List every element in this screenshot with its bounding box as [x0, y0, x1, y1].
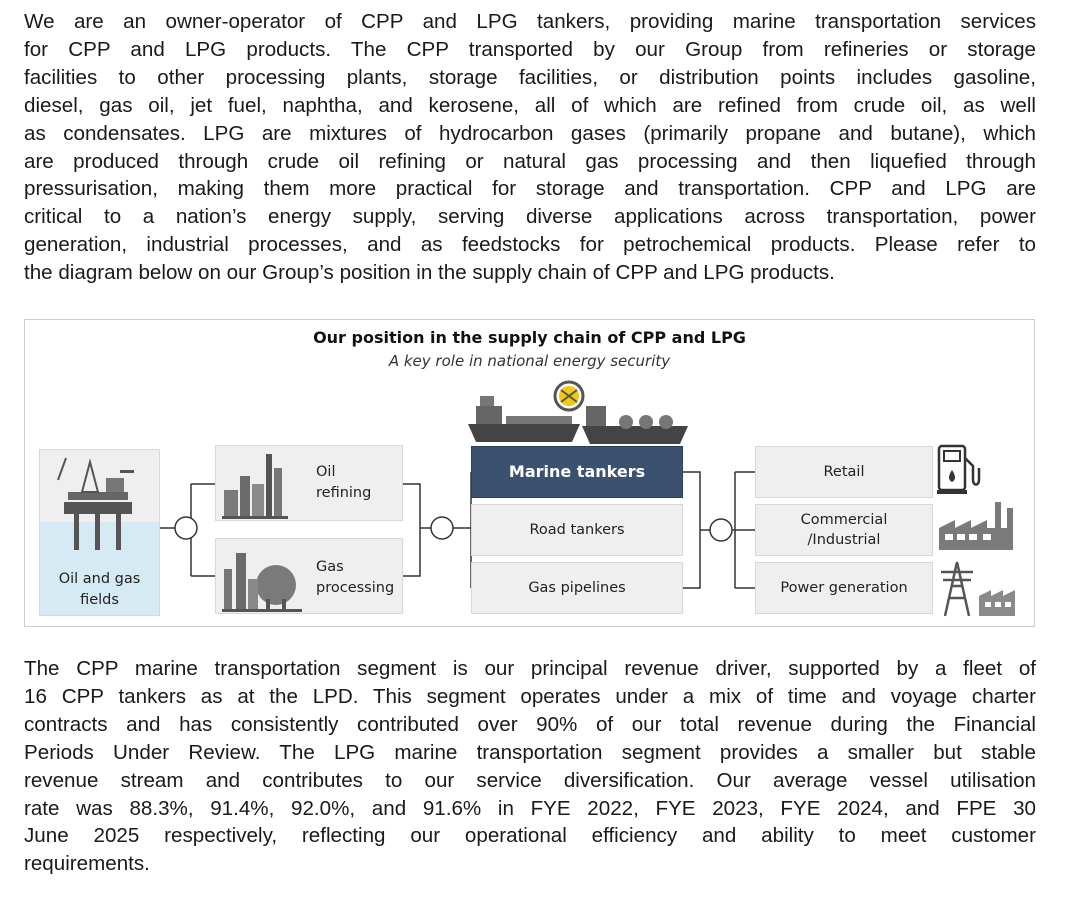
text-line: 16 CPP tankers as at the LPD. This segme… [24, 684, 1036, 708]
transport-gas-pipelines: Gas pipelines [471, 562, 683, 614]
end-use-retail: Retail [755, 446, 933, 498]
text-line: for CPP and LPG products. The CPP transp… [24, 37, 1036, 61]
text-line: diesel, gas oil, jet fuel, naphtha, and … [24, 93, 1036, 117]
power-pylon-icon [941, 561, 1015, 617]
source-label-line2: fields [80, 592, 119, 608]
end-use-label-line1: Retail [823, 464, 865, 480]
text-line: contracts and has consistently contribut… [24, 712, 1036, 736]
text-line: requirements. [24, 852, 150, 876]
junction-node [709, 518, 733, 542]
transport-marine-tankers: Marine tankers [471, 446, 683, 498]
processing-label-line2: refining [316, 485, 372, 501]
text-line: generation, industrial processes, and as… [24, 233, 1036, 257]
diagram-subtitle: A key role in national energy security [388, 352, 671, 370]
fuel-pump-icon [937, 444, 981, 494]
end-use-power-generation: Power generation [755, 562, 933, 614]
processing-label-line1: Gas [316, 559, 344, 575]
transport-road-tankers: Road tankers [471, 504, 683, 556]
source-box: Oil and gas fields [39, 449, 160, 616]
factory-icon [939, 502, 1013, 550]
text-line: are produced through crude oil refining … [24, 149, 1036, 173]
text-line: facilities to other processing plants, s… [24, 65, 1036, 89]
text-line: pressurisation, making them more practic… [24, 177, 1036, 201]
end-use-commercial-industrial: Commercial /Industrial [755, 504, 933, 556]
text-line: June 2025 respectively, reflecting our o… [24, 824, 1036, 848]
text-line: We are an owner-operator of CPP and LPG … [24, 10, 1036, 33]
junction-node [430, 516, 454, 540]
supply-chain-diagram: Our position in the supply chain of CPP … [24, 319, 1035, 627]
processing-label-line1: Oil [316, 464, 336, 480]
gas-processing-box: Gas processing [215, 538, 403, 614]
processing-label-line2: processing [316, 580, 395, 596]
tanker-ships-icon [468, 380, 688, 444]
text-line: revenue stream and contributes to our se… [24, 768, 1036, 792]
refinery-icon [222, 454, 288, 519]
intro-paragraph: We are an owner-operator of CPP and LPG … [24, 8, 1036, 315]
diagram-title: Our position in the supply chain of CPP … [313, 328, 746, 347]
text-line: Periods Under Review. The LPG marine tra… [24, 740, 1036, 764]
end-use-label-line2: /Industrial [807, 532, 881, 548]
text-line: as condensates. LPG are mixtures of hydr… [24, 121, 1036, 145]
junction-node [174, 516, 198, 540]
oil-refining-box: Oil refining [215, 445, 403, 521]
text-line: the diagram below on our Group’s positio… [24, 261, 835, 285]
offshore-rig-icon [40, 457, 159, 615]
end-use-label-line1: Power generation [780, 580, 908, 596]
source-label-line1: Oil and gas [58, 571, 141, 587]
text-line: The CPP marine transportation segment is… [24, 657, 1036, 680]
text-line: critical to a nation’s energy supply, se… [24, 205, 1036, 229]
gas-plant-icon [222, 553, 302, 612]
segment-paragraph: The CPP marine transportation segment is… [24, 655, 1036, 906]
text-line: rate was 88.3%, 91.4%, 92.0%, and 91.6% … [24, 796, 1036, 820]
end-use-label-line1: Commercial [800, 512, 888, 528]
